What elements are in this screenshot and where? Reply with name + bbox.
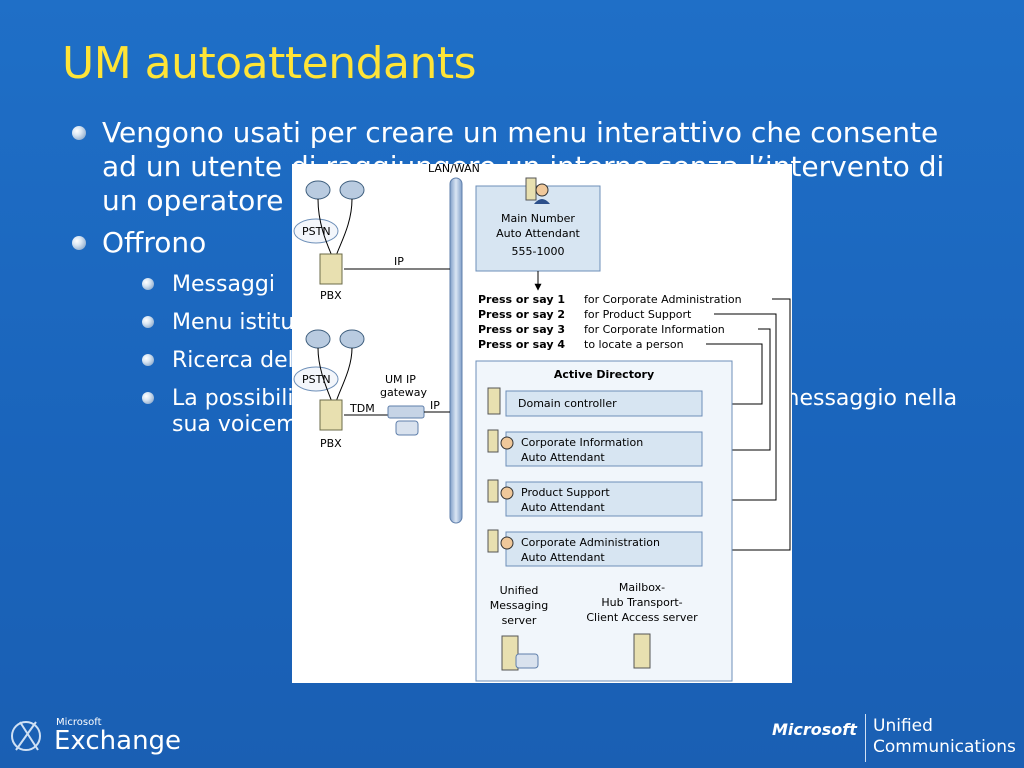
product-support-label: Auto Attendant	[521, 501, 605, 514]
server-icon	[501, 635, 519, 671]
sub-bullet-text: Messaggi	[172, 272, 275, 297]
gateway-label: gateway	[380, 386, 428, 399]
pbx-label: PBX	[320, 437, 342, 450]
menu-option-4-text: to locate a person	[584, 338, 684, 351]
mailbox-server-label: Mailbox-	[619, 581, 665, 594]
main-number-label: 555-1000	[512, 245, 565, 258]
mailbox-server-label: Hub Transport-	[601, 596, 682, 609]
pbx-label: PBX	[320, 289, 342, 302]
product-support-box	[505, 481, 703, 517]
bullet-text: Offrono	[102, 226, 207, 259]
exchange-logo-icon	[11, 721, 41, 751]
sub-bullet-item: Messaggi	[142, 272, 972, 298]
communications-label: Communications	[873, 737, 1016, 757]
exchange-label: Exchange	[54, 726, 182, 756]
unified-label: Unified	[873, 716, 933, 736]
menu-option-3-text: for Corporate Information	[584, 323, 725, 336]
corporate-administration-label: Corporate Administration	[521, 536, 660, 549]
exchange-logo: Microsoft Exchange	[8, 712, 182, 764]
um-architecture-diagram: LAN/WAN PSTN PBX IP PSTN PBX TDM UM IP g…	[292, 164, 792, 683]
pstn-label: PSTN	[302, 225, 331, 238]
menu-option-2: Press or say 2	[478, 308, 565, 321]
bullet-icon	[142, 354, 154, 366]
mailbox-server-label: Client Access server	[586, 611, 698, 624]
menu-option-2-text: for Product Support	[584, 308, 692, 321]
phone-icon	[395, 420, 419, 436]
lan-wan-label: LAN/WAN	[428, 164, 480, 175]
bullet-icon	[142, 392, 154, 404]
pbx-icon	[319, 253, 343, 285]
menu-option-3: Press or say 3	[478, 323, 565, 336]
pstn-cloud-icon	[293, 366, 339, 392]
domain-controller-box	[505, 390, 703, 417]
corporate-information-label: Corporate Information	[521, 436, 643, 449]
auto-attendant-icon	[487, 429, 499, 453]
um-server-label: server	[502, 614, 537, 627]
phone-icon	[515, 653, 539, 669]
bullet-item: Offrono	[72, 226, 972, 260]
ip-label: IP	[430, 399, 440, 412]
logo-divider	[865, 714, 866, 762]
active-directory-label: Active Directory	[554, 368, 654, 381]
pbx-icon	[319, 399, 343, 431]
microsoft-logo: Microsoft	[772, 720, 857, 739]
auto-attendant-icon	[487, 479, 499, 503]
main-number-label: Auto Attendant	[496, 227, 580, 240]
bullet-icon	[72, 126, 86, 140]
slide-title: UM autoattendants	[62, 38, 477, 89]
lan-wan-bus	[449, 177, 463, 524]
product-support-label: Product Support	[521, 486, 610, 499]
corporate-administration-box	[505, 531, 703, 567]
auto-attendant-icon	[487, 529, 499, 553]
bullet-icon	[142, 278, 154, 290]
server-icon	[487, 387, 501, 415]
ip-label: IP	[394, 255, 404, 268]
phone-icon	[305, 180, 365, 200]
pstn-cloud-icon	[293, 218, 339, 244]
corporate-administration-label: Auto Attendant	[521, 551, 605, 564]
pstn-label: PSTN	[302, 373, 331, 386]
menu-option-1: Press or say 1	[478, 293, 565, 306]
bullet-icon	[72, 236, 86, 250]
tdm-label: TDM	[349, 402, 375, 415]
menu-option-4: Press or say 4	[478, 338, 565, 351]
um-server-label: Unified	[500, 584, 539, 597]
domain-controller-label: Domain controller	[518, 397, 617, 410]
corporate-information-label: Auto Attendant	[521, 451, 605, 464]
auto-attendant-icon	[525, 177, 550, 204]
microsoft-small-label: Microsoft	[56, 717, 102, 728]
menu-option-1-text: for Corporate Administration	[584, 293, 742, 306]
microsoft-uc-logo: Microsoft Unified Communications	[772, 714, 1020, 764]
bullet-icon	[142, 316, 154, 328]
phone-icon	[305, 329, 365, 349]
main-auto-attendant-box	[475, 185, 601, 272]
server-icon	[633, 633, 651, 669]
um-server-label: Messaging	[490, 599, 548, 612]
gateway-icon	[387, 405, 425, 419]
corporate-information-box	[505, 431, 703, 467]
main-number-label: Main Number	[501, 212, 575, 225]
gateway-label: UM IP	[385, 373, 416, 386]
